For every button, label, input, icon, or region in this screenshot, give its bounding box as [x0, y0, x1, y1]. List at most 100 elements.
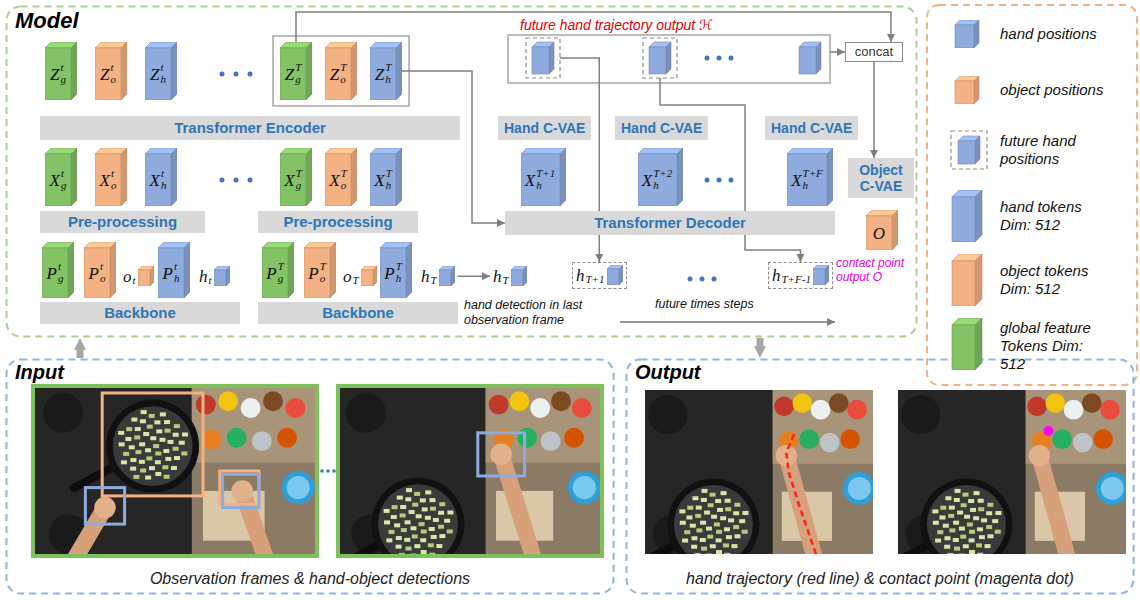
food-piece	[978, 507, 984, 511]
food-piece	[992, 519, 998, 523]
connector	[296, 12, 891, 42]
process-bar: Hand C-VAE	[765, 116, 858, 140]
food-piece	[397, 496, 403, 500]
food-piece	[710, 493, 716, 497]
panel-title: Input	[15, 361, 64, 384]
food-piece	[963, 493, 969, 497]
token-cube: ZTg	[280, 42, 312, 100]
food-piece	[182, 432, 188, 436]
token-label: Ptg	[42, 248, 68, 298]
token-label: ZTh	[370, 48, 396, 100]
food-piece	[125, 437, 131, 441]
food-piece	[421, 550, 427, 554]
process-bar: Transformer Decoder	[505, 211, 835, 235]
food-piece	[400, 505, 406, 509]
superscript: t	[160, 62, 166, 74]
cube-shape	[280, 148, 312, 206]
subscript: o	[111, 180, 117, 192]
legend-text: future hand positions	[1000, 132, 1100, 168]
subscript: g	[60, 74, 66, 86]
index-stack: t	[133, 266, 136, 287]
cube-top	[638, 148, 683, 154]
superscript: T	[295, 62, 301, 74]
food-piece	[960, 535, 966, 539]
cube-front	[439, 270, 451, 286]
index-stack: To	[320, 261, 326, 284]
pan	[920, 479, 1012, 554]
detection-box	[85, 488, 124, 525]
jar	[227, 428, 247, 448]
token-symbol: Z	[285, 66, 294, 83]
subscript: g	[296, 180, 302, 192]
cube-front	[304, 248, 330, 298]
jar	[218, 391, 238, 411]
cube-shape	[638, 148, 683, 206]
cube-shape	[145, 148, 177, 206]
arm	[501, 454, 543, 554]
jar	[840, 429, 860, 449]
token-cube: Ztg	[45, 42, 77, 100]
panel-outline	[625, 358, 1135, 595]
food-piece	[733, 525, 739, 529]
burner	[43, 393, 83, 433]
ellipsis-dot	[326, 469, 330, 473]
token-cube: XT+2h	[638, 148, 683, 206]
cube-front	[511, 270, 523, 286]
token-label: Pth	[158, 248, 184, 298]
kitchen-photo	[35, 388, 315, 554]
output-label: future hand trajectory output ℋ	[520, 17, 713, 34]
token-symbol: o	[343, 268, 352, 285]
cube-graphic	[813, 265, 829, 285]
dashed-frame	[526, 38, 560, 78]
food-piece	[961, 503, 967, 507]
token-symbol: h	[576, 267, 585, 284]
burner	[901, 395, 940, 434]
token-symbol: X	[791, 172, 801, 189]
food-piece	[984, 544, 990, 548]
food-piece	[134, 435, 140, 439]
food-piece	[679, 509, 685, 513]
jar	[241, 398, 261, 418]
food-piece	[696, 528, 702, 532]
food-piece	[981, 518, 987, 522]
food-piece	[411, 554, 417, 555]
cube-front	[370, 48, 396, 100]
ellipsis-dot	[712, 277, 717, 282]
food-piece	[742, 511, 748, 515]
cube-shape	[370, 42, 402, 100]
jar	[774, 397, 794, 417]
food-piece	[140, 419, 146, 423]
index-stack: to	[110, 62, 116, 85]
cube-front	[45, 48, 71, 100]
cube-shape	[42, 242, 74, 298]
legend-swatch	[950, 254, 984, 306]
food-piece	[706, 554, 712, 555]
food-piece	[439, 534, 445, 538]
cube-front	[952, 197, 975, 242]
food-piece	[406, 488, 412, 492]
panel-caption: Observation frames & hand-object detecti…	[5, 570, 615, 588]
food-piece	[963, 544, 969, 548]
food-piece	[986, 511, 992, 515]
cube-graphic	[511, 266, 527, 286]
output-label: contact point output O	[836, 256, 916, 285]
food-piece	[967, 522, 973, 526]
legend-swatch	[950, 20, 984, 48]
subscript: h	[385, 74, 391, 86]
cube-shape	[380, 242, 412, 298]
hand	[231, 480, 253, 502]
token-cube: ZTh	[370, 42, 402, 100]
food-piece	[933, 521, 939, 525]
food-piece	[155, 460, 161, 464]
food-piece	[720, 516, 726, 520]
token-cube: PTh	[380, 242, 412, 298]
food-piece	[959, 527, 965, 531]
ellipsis-dot	[700, 277, 705, 282]
token-label: oT	[343, 266, 359, 287]
food-piece	[149, 414, 155, 418]
cube-front	[787, 154, 827, 206]
food-piece	[700, 538, 706, 542]
token-symbol: Z	[50, 66, 59, 83]
food-piece	[179, 441, 185, 445]
food-piece	[149, 466, 155, 470]
